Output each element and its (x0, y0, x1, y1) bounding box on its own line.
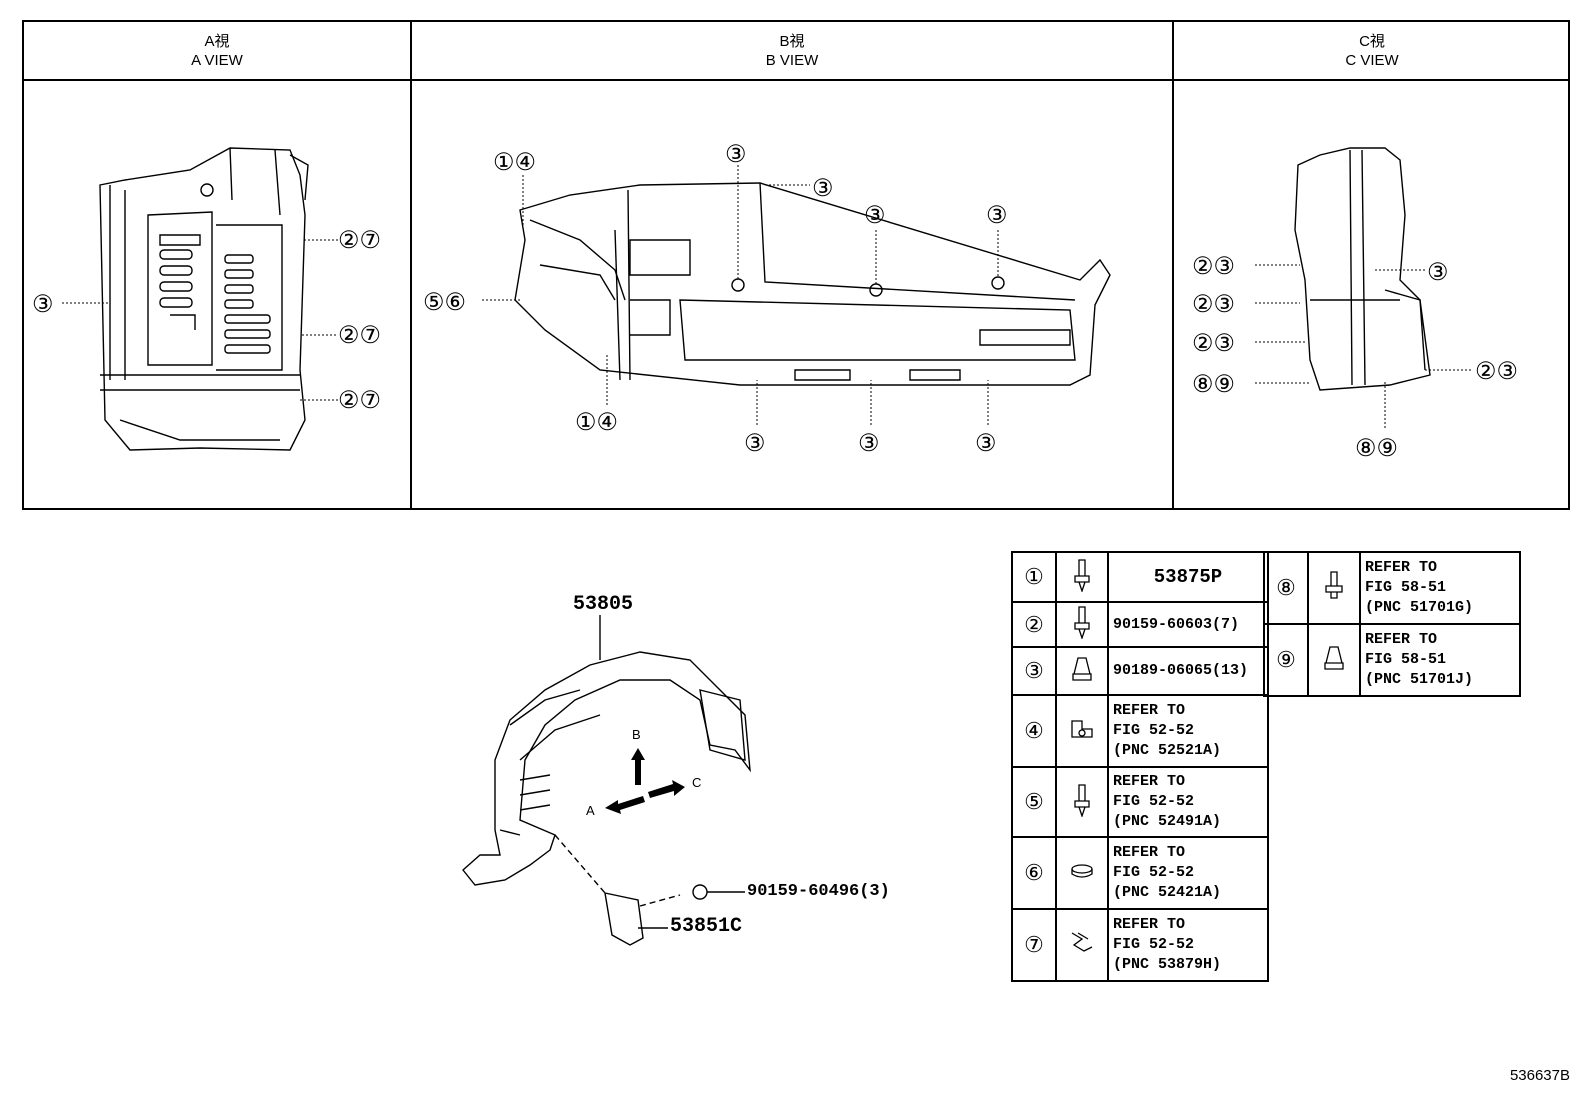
callout-c-l3: ②③ (1192, 330, 1236, 357)
b-view-panel: B視 B VIEW (412, 22, 1174, 508)
arrow-c-icon (648, 780, 685, 798)
legend-num: ⑥ (1011, 836, 1057, 910)
figure-reference-number: 536637B (1509, 1067, 1570, 1084)
a-view-header: A視 A VIEW (24, 22, 410, 81)
legend-text: REFER TO FIG 58-51 (PNC 51701J) (1359, 623, 1521, 697)
callout-c-l2: ②③ (1192, 291, 1236, 318)
fender-liner-drawing (462, 651, 751, 886)
arrow-a-icon (605, 796, 645, 814)
legend-text: REFER TO FIG 52-52 (PNC 53879H) (1107, 908, 1269, 982)
legend-text: REFER TO FIG 52-52 (PNC 52421A) (1107, 836, 1269, 910)
a-view-drawing (99, 147, 309, 451)
legend-text: 90189-06065(13) (1107, 646, 1269, 696)
grommet-icon (1055, 836, 1109, 910)
callout-c-r2: ②③ (1475, 358, 1519, 385)
arrow-b-label: B (632, 727, 641, 742)
c-view-title-en: C VIEW (1345, 52, 1399, 69)
callout-b-t1: ③ (725, 141, 747, 168)
bolt-icon (1055, 766, 1109, 838)
callout-b-b1: ③ (744, 430, 766, 457)
legend-row: ⑨ REFER TO FIG 58-51 (PNC 51701J) (1263, 623, 1521, 697)
legend-row: ⑧ REFER TO FIG 58-51 (PNC 51701G) (1263, 551, 1521, 625)
legend-text: REFER TO FIG 52-52 (PNC 52521A) (1107, 694, 1269, 768)
callout-c-l1: ②③ (1192, 253, 1236, 280)
callout-a-r1: ②⑦ (338, 227, 382, 254)
legend-row: ⑥ REFER TO FIG 52-52 (PNC 52421A) (1011, 836, 1269, 910)
bolt-icon (1055, 601, 1109, 648)
arrow-c-label: C (692, 775, 702, 790)
callout-b-ml: ⑤⑥ (423, 289, 467, 316)
c-view-drawing (1294, 147, 1431, 391)
callout-a-r3: ②⑦ (338, 387, 382, 414)
legend-row: ① 53875P (1011, 551, 1269, 603)
part-number-flap: 53851C (670, 915, 743, 938)
legend-num: ① (1011, 551, 1057, 603)
direction-arrows (605, 748, 685, 814)
a-view-title-en: A VIEW (191, 52, 243, 69)
legend-row: ⑦ REFER TO FIG 52-52 (PNC 53879H) (1011, 908, 1269, 982)
a-view-title-jp: A視 (204, 33, 230, 50)
clip-icon (1307, 623, 1361, 697)
legend-num: ⑨ (1263, 623, 1309, 697)
clip-icon (1055, 646, 1109, 696)
callout-a-r2: ②⑦ (338, 322, 382, 349)
legend-num: ② (1011, 601, 1057, 648)
callout-c-l4: ⑧⑨ (1192, 371, 1236, 398)
callout-c-b1: ⑧⑨ (1355, 435, 1399, 462)
legend-row: ③ 90189-06065(13) (1011, 646, 1269, 696)
a-view-panel: A視 A VIEW (24, 22, 412, 508)
legend-row: ④ REFER TO FIG 52-52 (PNC 52521A) (1011, 694, 1269, 768)
part-number-53805: 53805 (573, 593, 634, 616)
arrow-b-icon (631, 748, 645, 785)
b-view-drawing (514, 182, 1111, 386)
legend-num: ④ (1011, 694, 1057, 768)
fastener-legend-table-right: ⑧ REFER TO FIG 58-51 (PNC 51701G) ⑨ REFE… (1263, 551, 1521, 697)
legend-text: REFER TO FIG 52-52 (PNC 52491A) (1107, 766, 1269, 838)
c-view-header: C視 C VIEW (1174, 22, 1570, 81)
legend-num: ⑦ (1011, 908, 1057, 982)
legend-num: ⑤ (1011, 766, 1057, 838)
legend-text: 53875P (1107, 551, 1269, 603)
screw-icon (1307, 551, 1361, 625)
b-view-title-en: B VIEW (765, 52, 819, 69)
arrow-a-label: A (586, 803, 595, 818)
callout-b-tl: ①④ (493, 149, 537, 176)
c-view-title-jp: C視 (1359, 33, 1385, 50)
fastener-legend-table: ① 53875P ② 90159-60603(7) ③ 90189-06065(… (1011, 551, 1269, 982)
part-number-fastener: 90159-60496(3) (747, 882, 890, 901)
legend-row: ⑤ REFER TO FIG 52-52 (PNC 52491A) (1011, 766, 1269, 838)
callout-b-t3: ③ (864, 202, 886, 229)
callout-b-t4: ③ (986, 202, 1008, 229)
legend-text: REFER TO FIG 58-51 (PNC 51701G) (1359, 551, 1521, 625)
b-view-title-jp: B視 (779, 33, 805, 50)
legend-row: ② 90159-60603(7) (1011, 601, 1269, 648)
callout-a-left: ③ (32, 291, 54, 318)
views-frame: A視 A VIEW B視 B VIEW C視 C VIEW (22, 20, 1570, 510)
legend-num: ⑧ (1263, 551, 1309, 625)
legend-num: ③ (1011, 646, 1057, 696)
callout-b-b3: ③ (975, 430, 997, 457)
nut-clip-icon (1055, 694, 1109, 768)
callout-c-r1: ③ (1427, 259, 1449, 286)
bolt-icon (1055, 551, 1109, 603)
b-view-header: B視 B VIEW (412, 22, 1172, 81)
legend-text: 90159-60603(7) (1107, 601, 1269, 648)
c-view-panel: C視 C VIEW (1174, 22, 1570, 508)
callout-b-t2: ③ (812, 175, 834, 202)
callout-b-b2: ③ (858, 430, 880, 457)
mud-flap-drawing (554, 834, 745, 946)
spring-clip-icon (1055, 908, 1109, 982)
callout-b-bl: ①④ (575, 409, 619, 436)
